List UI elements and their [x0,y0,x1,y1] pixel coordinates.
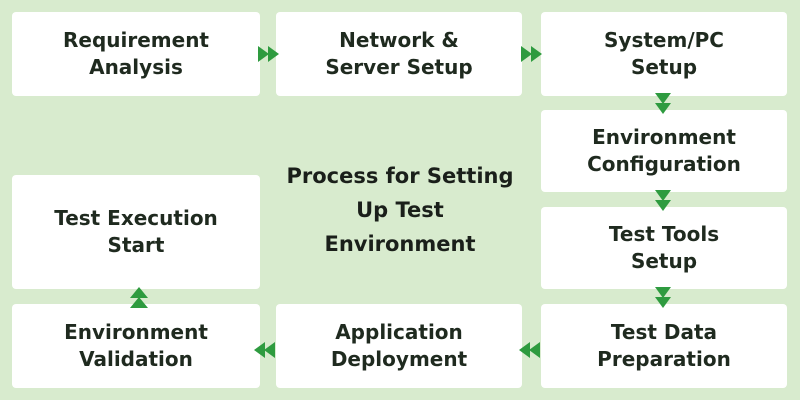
step-system-pc-setup-line1: System/PC [604,28,724,52]
step-application-deployment-line1: Application [335,320,463,344]
double-arrow-down-icon [655,93,671,114]
diagram-title-line3: Environment [324,232,476,256]
step-network-server-setup-line1: Network & [339,28,459,52]
double-arrow-down-icon [655,190,671,211]
step-test-execution-start: Test Execution Start [12,175,260,289]
step-application-deployment-line2: Deployment [330,347,468,371]
step-network-server-setup-line2: Server Setup [325,55,473,79]
step-test-tools-setup-line2: Setup [630,249,698,273]
step-requirement-analysis: Requirement Analysis [12,12,260,96]
step-network-server-setup: Network & Server Setup [276,12,522,96]
double-arrow-left-icon [519,342,540,358]
step-test-execution-start-line2: Start [107,233,165,257]
double-arrow-down-icon [655,287,671,308]
double-arrow-left-icon [254,342,275,358]
step-test-tools-setup-line1: Test Tools [608,222,720,246]
step-requirement-analysis-line1: Requirement [62,28,209,52]
step-system-pc-setup: System/PC Setup [541,12,787,96]
step-environment-validation-line2: Validation [79,347,193,371]
diagram-title-line2: Up Test [356,198,444,222]
step-test-data-preparation: Test Data Preparation [541,304,787,388]
double-arrow-right-icon [258,46,279,62]
step-test-data-preparation-line1: Test Data [610,320,718,344]
double-arrow-up-icon [130,287,148,308]
step-environment-validation-line1: Environment [64,320,208,344]
step-application-deployment: Application Deployment [276,304,522,388]
step-environment-configuration-line1: Environment [592,125,736,149]
step-test-data-preparation-line2: Preparation [597,347,731,371]
double-arrow-right-icon [521,46,542,62]
step-system-pc-setup-line2: Setup [630,55,698,79]
step-requirement-analysis-line2: Analysis [89,55,183,79]
step-environment-configuration: Environment Configuration [541,110,787,192]
diagram-title-line1: Process for Setting [286,164,514,188]
diagram-title: Process for Setting Up Test Environment [272,158,528,262]
step-test-execution-start-line1: Test Execution [54,206,218,230]
step-environment-configuration-line2: Configuration [587,152,741,176]
step-test-tools-setup: Test Tools Setup [541,207,787,289]
step-environment-validation: Environment Validation [12,304,260,388]
